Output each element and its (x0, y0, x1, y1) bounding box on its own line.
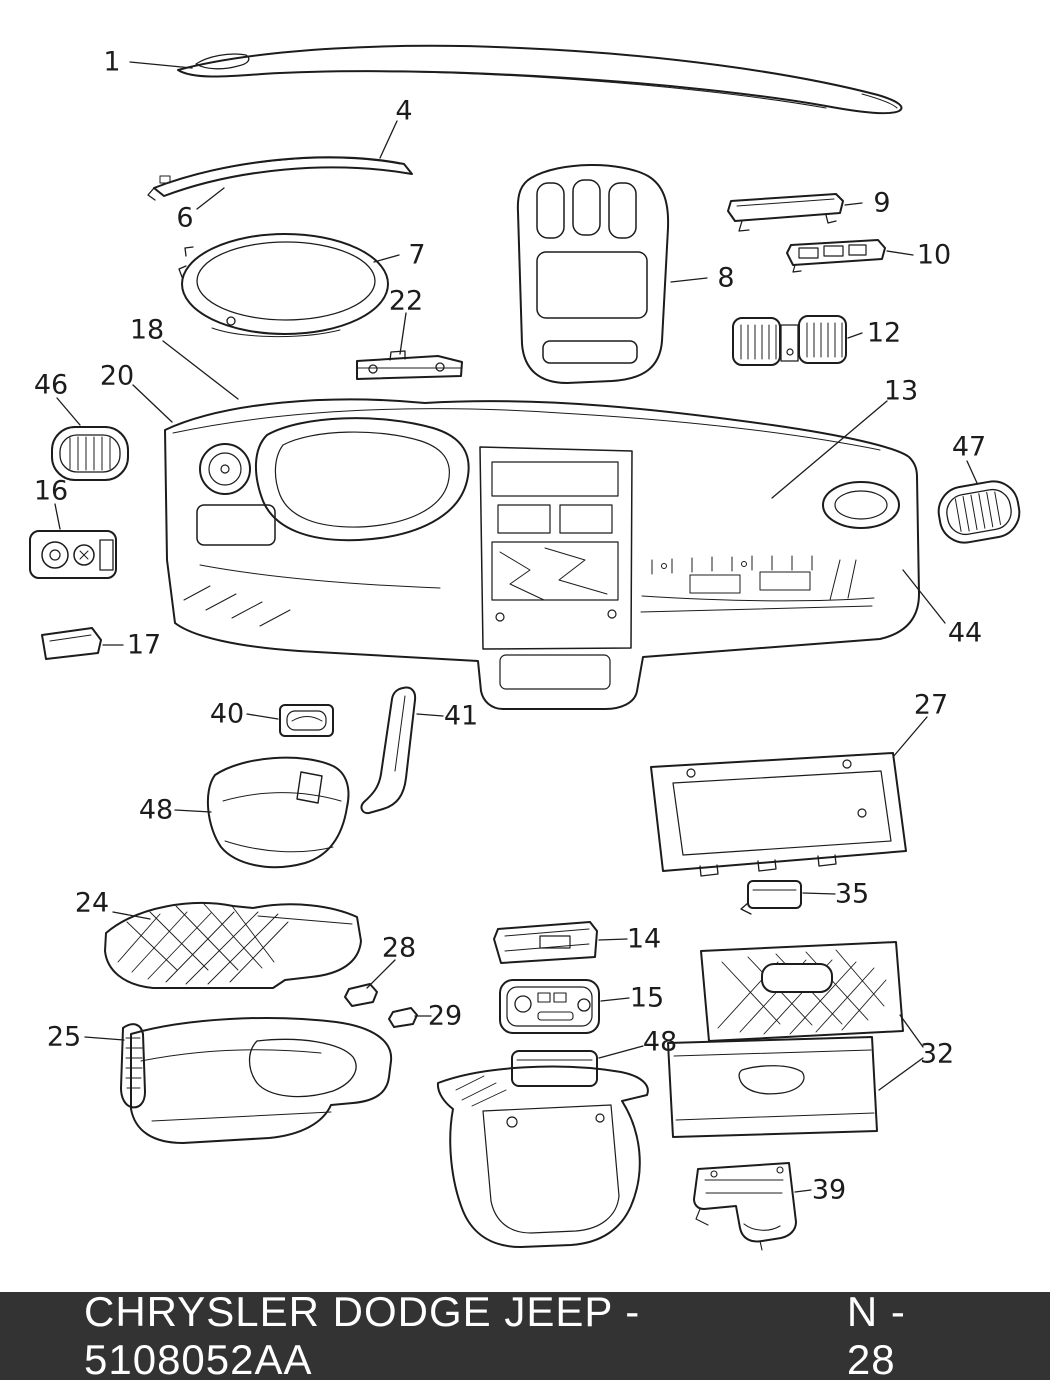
instrument-panel-diagram: 1 4 6 7 22 8 9 10 12 13 18 20 46 16 47 1… (29, 44, 1021, 1251)
part-41-bracket (360, 686, 417, 815)
callout-47: 47 (951, 431, 987, 463)
callout-17: 17 (126, 629, 162, 661)
part-4-6-defroster-trim (147, 156, 413, 201)
callout-8: 8 (717, 262, 735, 294)
callout-25: 25 (46, 1021, 82, 1053)
callout-46: 46 (33, 369, 69, 401)
part-25-lower-knee-panel (120, 1017, 393, 1144)
part-28-clip (344, 983, 378, 1007)
part-8-center-bezel (516, 164, 670, 384)
callout-35: 35 (834, 878, 870, 910)
callout-13: 13 (883, 375, 919, 407)
callout-16: 16 (33, 475, 69, 507)
callout-15: 15 (629, 982, 665, 1014)
footer-brand-part-number: CHRYSLER DODGE JEEP - 5108052AA (84, 1288, 641, 1383)
part-27-reinforcement-panel (650, 752, 907, 877)
callout-12: 12 (866, 317, 902, 349)
callout-41: 41 (443, 700, 479, 732)
part-39-bracket (693, 1162, 797, 1251)
part-47-side-vent (937, 480, 1021, 544)
callout-48-upper: 48 (138, 794, 174, 826)
part-29-clip (388, 1007, 418, 1028)
callout-10: 10 (916, 239, 952, 271)
callout-44: 44 (947, 617, 983, 649)
part-32-glovebox-assembly (667, 941, 904, 1138)
callout-27: 27 (913, 689, 949, 721)
callout-29: 29 (427, 1000, 463, 1032)
part-15-switch-bezel (499, 979, 600, 1034)
part-48-knee-bolster (206, 756, 350, 869)
callout-9: 9 (873, 187, 891, 219)
part-46-side-vent (51, 426, 129, 481)
part-16-headlamp-switch-pod (29, 530, 117, 579)
part-14-module (493, 921, 598, 964)
part-1-windshield-trim (177, 44, 903, 115)
part-12-twin-vents (732, 315, 847, 366)
parts-diagram-canvas (29, 44, 1021, 1251)
part-22-bracket (356, 350, 463, 380)
callout-40: 40 (209, 698, 245, 730)
part-24-insulation-panel (104, 902, 362, 989)
leader-lines (54, 61, 978, 1193)
part-7-cluster-bezel (178, 233, 389, 338)
callout-48-lower: 48 (642, 1026, 678, 1058)
callout-24: 24 (74, 887, 110, 919)
callout-18: 18 (129, 314, 165, 346)
callout-22: 22 (388, 285, 424, 317)
part-10-trim-strip (786, 239, 886, 273)
part-17-small-bezel (41, 627, 102, 660)
callout-20: 20 (99, 360, 135, 392)
footer-page-ref: N - 28 (846, 1288, 906, 1383)
part-9-trim-strip (727, 193, 844, 232)
callout-4: 4 (395, 95, 413, 127)
callout-28: 28 (381, 932, 417, 964)
part-35-bracket (740, 880, 802, 915)
callout-6: 6 (176, 202, 194, 234)
callout-39: 39 (811, 1174, 847, 1206)
callout-32: 32 (919, 1038, 955, 1070)
callout-1: 1 (103, 46, 121, 78)
center-column-cover (436, 1065, 649, 1248)
part-40-pocket (279, 704, 334, 737)
callout-14: 14 (626, 923, 662, 955)
callout-7: 7 (408, 239, 426, 271)
footer-bar: CHRYSLER DODGE JEEP - 5108052AA N - 28 (0, 1288, 1050, 1383)
part-13-instrument-panel (164, 398, 920, 710)
